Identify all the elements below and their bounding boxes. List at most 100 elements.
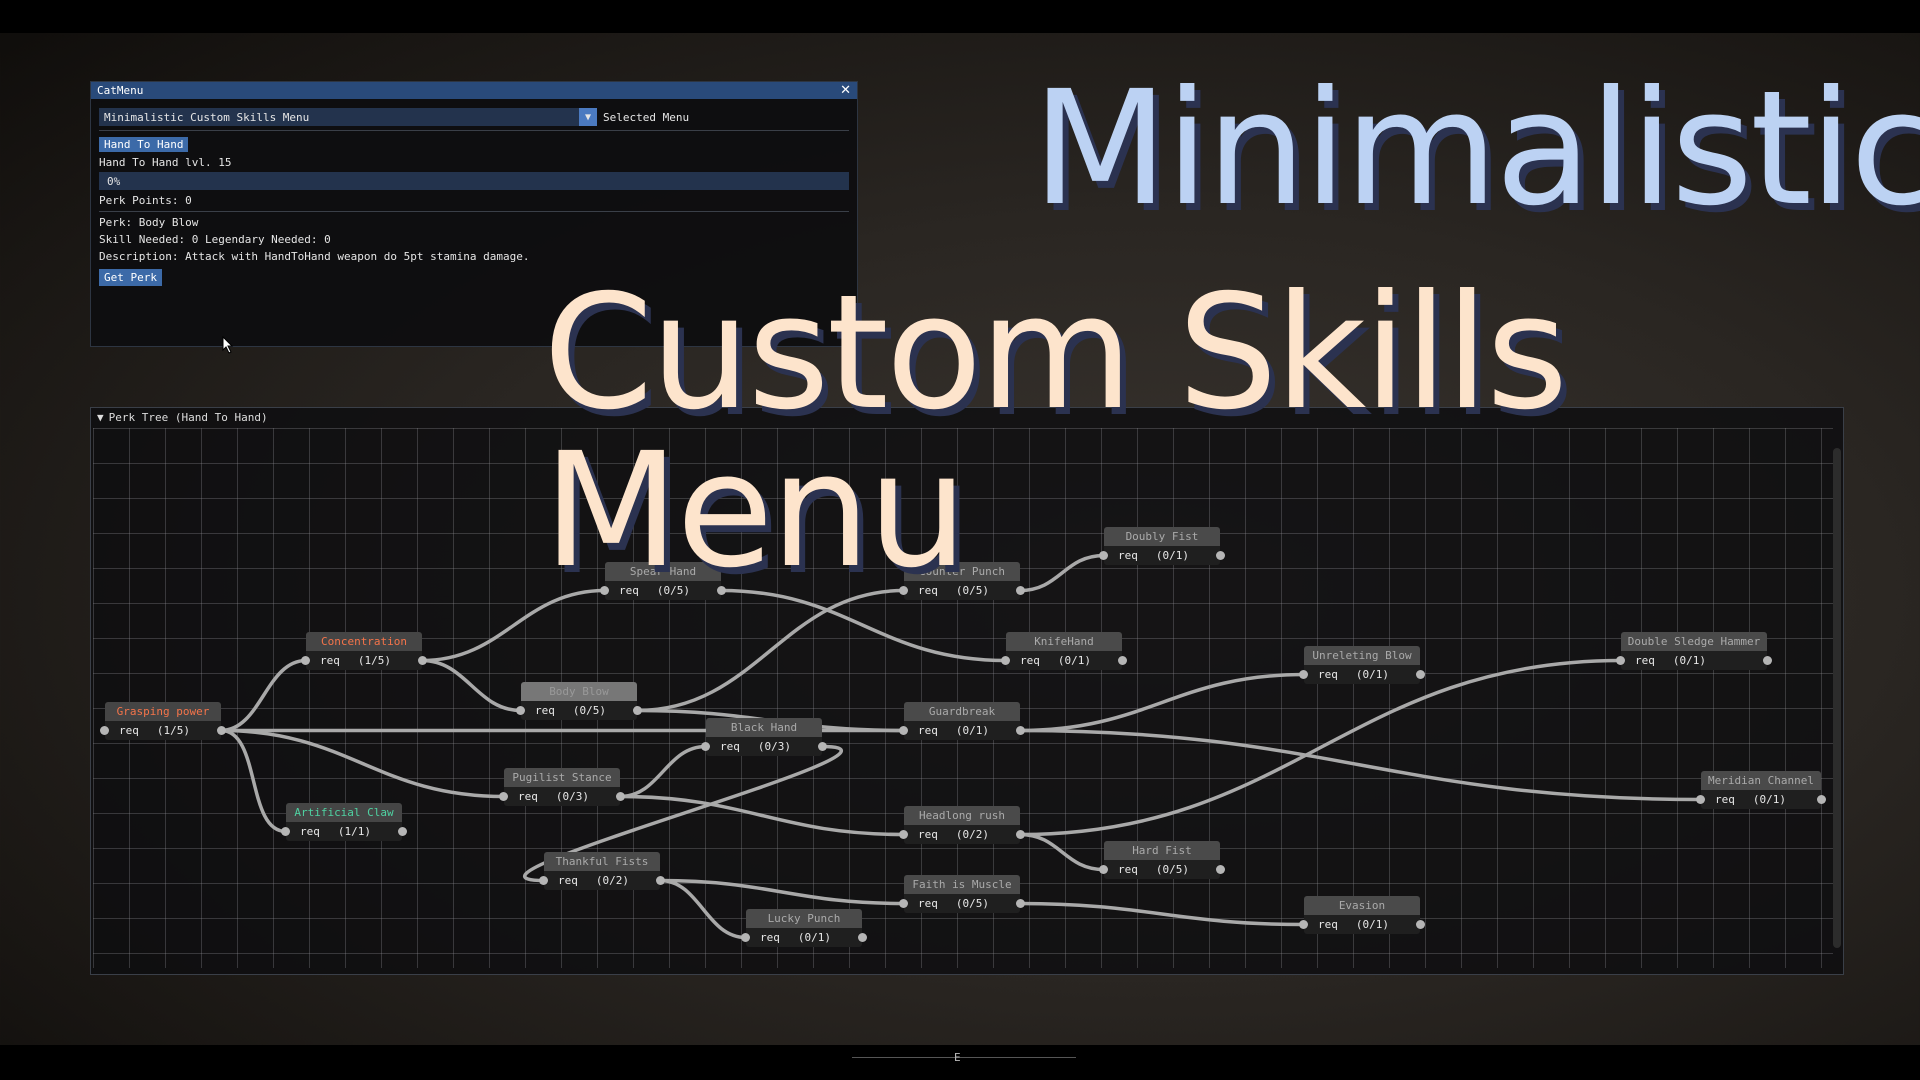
tab-hand-to-hand[interactable]: Hand To Hand [99,137,189,152]
perk-node-body: req(0/1) [1696,790,1826,809]
perk-link [522,744,844,883]
output-pin-icon[interactable] [1118,656,1127,665]
input-pin-icon[interactable] [899,830,908,839]
perk-node-title: Meridian Channel [1701,771,1821,790]
output-pin-icon[interactable] [1216,551,1225,560]
perk-node-body: req(0/5) [600,581,726,600]
input-pin-icon[interactable] [1099,551,1108,560]
output-pin-icon[interactable] [418,656,427,665]
input-pin-icon[interactable] [301,656,310,665]
divider [99,211,849,212]
perk-link [636,588,905,713]
input-pin-icon[interactable] [1001,656,1010,665]
input-pin-icon[interactable] [1299,670,1308,679]
input-pin-icon[interactable] [1299,920,1308,929]
perk-node-body: req(1/5) [100,721,226,740]
output-pin-icon[interactable] [1016,586,1025,595]
perk-link [1019,728,1702,802]
input-pin-icon[interactable] [701,742,710,751]
output-pin-icon[interactable] [1416,920,1425,929]
perk-node-body: req(0/1) [741,928,867,947]
perk-link [1019,658,1622,837]
output-pin-icon[interactable] [1016,726,1025,735]
input-pin-icon[interactable] [899,899,908,908]
perk-link [1019,832,1105,872]
letterbox-bottom [0,1045,1920,1080]
output-pin-icon[interactable] [858,933,867,942]
input-pin-icon[interactable] [539,876,548,885]
scrollbar[interactable] [1833,448,1841,948]
output-pin-icon[interactable] [1016,830,1025,839]
output-pin-icon[interactable] [1216,865,1225,874]
overlay-title-line2: Custom Skills Menu [543,261,1568,603]
menu-select-dropdown[interactable]: Minimalistic Custom Skills Menu ▼ [99,108,597,126]
perk-node-req: req [918,828,938,841]
output-pin-icon[interactable] [717,586,726,595]
input-pin-icon[interactable] [741,933,750,942]
perk-link [220,728,505,799]
output-pin-icon[interactable] [818,742,827,751]
output-pin-icon[interactable] [1817,795,1826,804]
input-pin-icon[interactable] [1696,795,1705,804]
output-pin-icon[interactable] [633,706,642,715]
output-pin-icon[interactable] [217,726,226,735]
input-pin-icon[interactable] [100,726,109,735]
perk-node-count: (0/1) [1355,668,1389,681]
output-pin-icon[interactable] [1016,899,1025,908]
perk-requirements-text: Skill Needed: 0 Legendary Needed: 0 [99,233,331,246]
output-pin-icon[interactable] [1763,656,1772,665]
perk-node-title: Hard Fist [1104,841,1220,860]
input-pin-icon[interactable] [1099,865,1108,874]
perk-node-req: req [918,897,938,910]
output-pin-icon[interactable] [1416,670,1425,679]
input-pin-icon[interactable] [516,706,525,715]
input-pin-icon[interactable] [1616,656,1625,665]
perk-node-count: (0/1) [955,724,989,737]
output-pin-icon[interactable] [656,876,665,885]
input-pin-icon[interactable] [281,827,290,836]
input-pin-icon[interactable] [899,726,908,735]
perk-node-title: Evasion [1304,896,1420,915]
input-pin-icon[interactable] [499,792,508,801]
output-pin-icon[interactable] [398,827,407,836]
perk-tree-header[interactable]: ▼ Perk Tree (Hand To Hand) [97,411,268,424]
output-pin-icon[interactable] [616,792,625,801]
perk-node-body: req(1/1) [281,822,407,841]
perk-node-count: (0/5) [955,897,989,910]
close-icon[interactable]: ✕ [840,83,851,98]
perk-node-req: req [1118,549,1138,562]
perk-node-body: req(0/1) [1001,651,1127,670]
input-pin-icon[interactable] [899,586,908,595]
perk-tree-title: Perk Tree (Hand To Hand) [108,411,268,424]
perk-node-req: req [1118,863,1138,876]
dropdown-arrow-icon[interactable]: ▼ [579,108,597,126]
input-pin-icon[interactable] [600,586,609,595]
perk-node-count: (0/5) [955,584,989,597]
catmenu-titlebar[interactable]: CatMenu ✕ [91,82,857,99]
perk-node-count: (0/5) [572,704,606,717]
collapse-triangle-icon[interactable]: ▼ [97,411,104,424]
perk-tree-window[interactable]: ▼ Perk Tree (Hand To Hand) Grasping powe… [90,407,1844,975]
perk-node-count: (0/1) [1752,793,1786,806]
get-perk-button[interactable]: Get Perk [99,269,162,286]
